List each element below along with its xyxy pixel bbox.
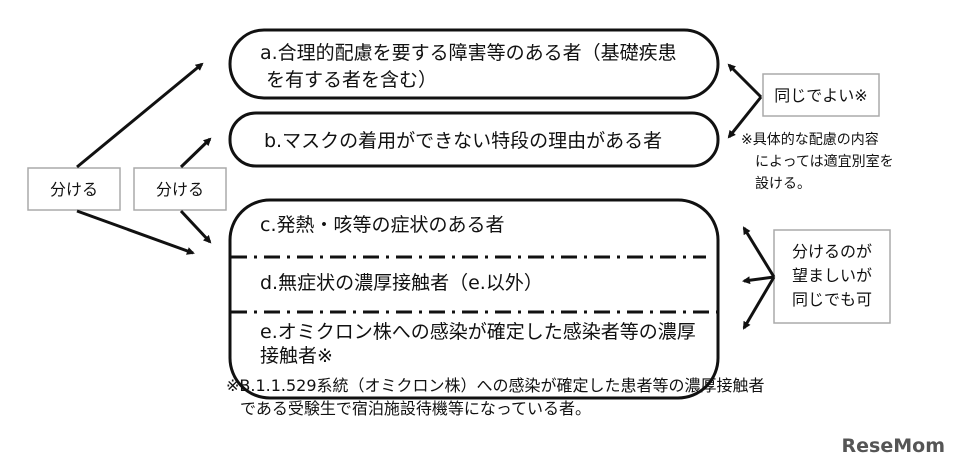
svg-text:分ける: 分ける <box>50 180 98 199</box>
split-label-outer: 分ける <box>27 167 121 211</box>
group-e-label-1: e.オミクロン株への感染が確定した感染者等の濃厚 <box>260 321 696 343</box>
same-ok-label: 同じでよい※ <box>762 73 880 117</box>
svg-text:分けるのが: 分けるのが <box>792 242 872 261</box>
arrow-same-to-b <box>727 96 763 139</box>
group-d-label: d.無症状の濃厚接触者（e.以外） <box>260 272 543 294</box>
group-cde-box: c.発熱・咳等の症状のある者 d.無症状の濃厚接触者（e.以外） e.オミクロン… <box>228 198 724 400</box>
arrow-inner-to-b <box>179 137 212 169</box>
arrow-inner-to-cde <box>179 209 212 244</box>
svg-text:望ましいが: 望ましいが <box>792 266 872 285</box>
group-a-box: a.合理的配慮を要する障害等のある者（基礎疾患 を有する者を含む） <box>228 28 720 100</box>
split-label-inner: 分ける <box>133 167 227 211</box>
arrow-outer-to-a <box>76 62 204 169</box>
svg-text:※B.1.1.529系統（オミクロン株）への感染が確定した患: ※B.1.1.529系統（オミクロン株）への感染が確定した患者等の濃厚接触者 <box>226 376 765 395</box>
arrow-separate-to-e <box>742 276 776 330</box>
svg-text:同じでよい※: 同じでよい※ <box>774 86 867 105</box>
same-note: ※具体的な配慮の内容 によっては適宜別室を 設ける。 <box>741 131 894 192</box>
group-c-label: c.発熱・咳等の症状のある者 <box>260 214 505 236</box>
svg-text:設ける。: 設ける。 <box>755 176 811 192</box>
arrow-separate-to-d <box>742 275 775 285</box>
svg-text:によっては適宜別室を: によっては適宜別室を <box>755 153 894 170</box>
svg-text:b.マスクの着用ができない特段の理由がある者: b.マスクの着用ができない特段の理由がある者 <box>264 130 662 152</box>
group-b-box: b.マスクの着用ができない特段の理由がある者 <box>228 111 720 168</box>
svg-text:a.合理的配慮を要する障害等のある者（基礎疾患: a.合理的配慮を要する障害等のある者（基礎疾患 <box>260 42 677 64</box>
svg-text:分ける: 分ける <box>156 180 204 199</box>
arrow-outer-to-cde <box>76 209 195 255</box>
footnote: ※B.1.1.529系統（オミクロン株）への感染が確定した患者等の濃厚接触者 で… <box>226 376 765 418</box>
svg-text:である受験生で宿泊施設待機等になっている者。: である受験生で宿泊施設待機等になっている者。 <box>240 399 591 418</box>
svg-text:※具体的な配慮の内容: ※具体的な配慮の内容 <box>741 131 879 148</box>
resemom-logo: ReseMom <box>842 435 945 457</box>
svg-text:同じでも可: 同じでも可 <box>792 290 872 309</box>
arrow-same-to-a <box>727 63 763 99</box>
group-e-label-2: 接触者※ <box>260 345 333 367</box>
svg-text:を有する者を含む）: を有する者を含む） <box>266 69 437 91</box>
separate-preferred-label: 分けるのが 望ましいが 同じでも可 <box>773 229 891 324</box>
arrow-separate-to-c <box>742 226 776 278</box>
